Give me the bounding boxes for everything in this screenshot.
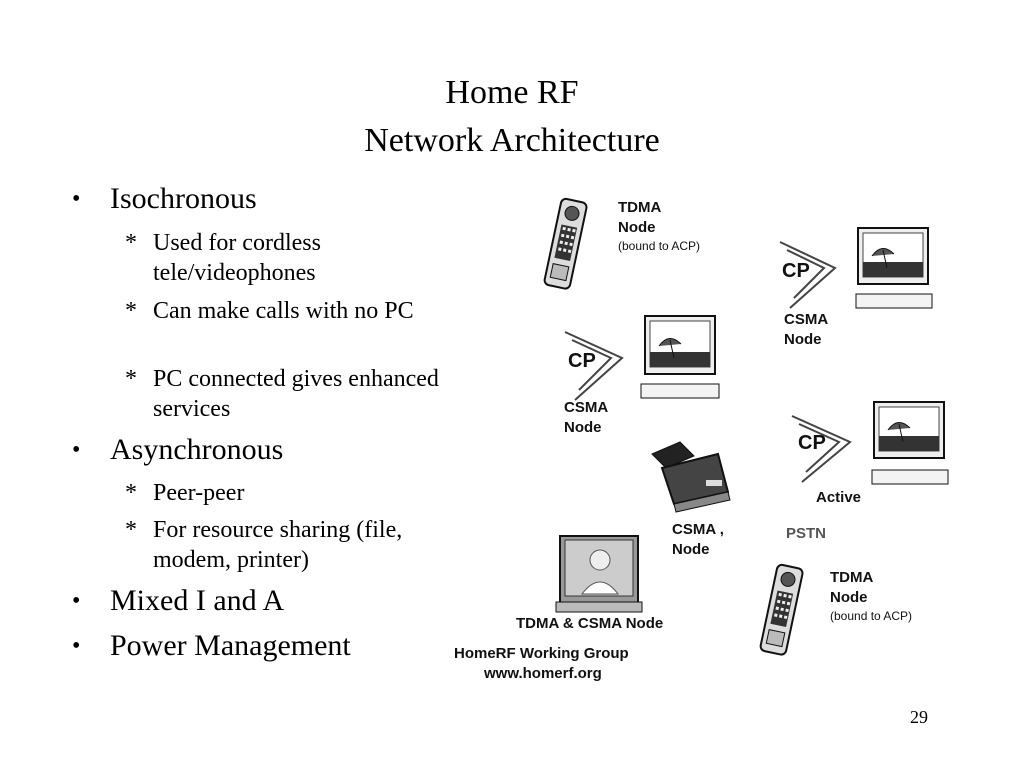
tdma-node-label: Node (830, 589, 868, 606)
sub-bullet-text: Used for cordless tele/videophones (153, 230, 321, 286)
csma-node-label: CSMA (784, 311, 829, 328)
cordless-phone-icon (759, 563, 804, 656)
csma-node-label: Node (784, 331, 822, 348)
bullet-dot: • (72, 437, 81, 463)
videophone-label: TDMA & CSMA Node (516, 615, 664, 632)
sub-bullet-text: PC connected gives enhanced services (153, 366, 439, 422)
slide-title: Home RF (445, 74, 579, 111)
cp-label: CP (782, 260, 810, 282)
cp-arrow-icon (791, 415, 852, 483)
active-label: Active (816, 489, 862, 506)
printer-label: CSMA , (672, 521, 724, 538)
cp-label: CP (568, 350, 596, 372)
csma-node-label: CSMA (564, 399, 609, 416)
bullet-dot: • (72, 186, 81, 212)
credit-label: HomeRF Working Group (454, 645, 629, 662)
tdma-node-label: TDMA (618, 199, 662, 216)
bullet-label: Mixed I and A (110, 584, 285, 617)
pstn-label: PSTN (786, 525, 827, 542)
printer-label: Node (672, 541, 710, 558)
bullet-list: • Isochronous * Used for cordless tele/v… (0, 0, 450, 700)
diagram-graphics (543, 197, 949, 656)
printer-icon (651, 441, 731, 513)
computer-monitor-icon (640, 315, 720, 399)
bullet-label: Isochronous (110, 182, 257, 215)
tdma-node-label: Node (618, 219, 656, 236)
bullet-dot: • (72, 633, 81, 659)
slide-subtitle: Network Architecture (364, 122, 660, 159)
bullet-label: Asynchronous (110, 433, 284, 466)
sub-bullet-star: * (125, 480, 137, 506)
tdma-node-note: (bound to ACP) (830, 609, 913, 623)
bullet-label: Power Management (110, 629, 351, 662)
computer-monitor-icon (871, 401, 949, 485)
cp-arrow-icon (779, 241, 837, 309)
credit-url: www.homerf.org (484, 665, 602, 682)
sub-bullet-text: Peer-peer (153, 480, 245, 506)
sub-bullet-star: * (125, 230, 137, 256)
sub-bullet-text: For resource sharing (file, modem, print… (153, 517, 403, 573)
tdma-node-note: (bound to ACP) (618, 239, 701, 253)
cp-label: CP (798, 432, 826, 454)
page-number: 29 (910, 707, 928, 727)
tdma-node-label: TDMA (830, 569, 874, 586)
videophone-icon (555, 535, 643, 613)
sub-bullet-text: Can make calls with no PC (153, 298, 414, 324)
bullet-dot: • (72, 588, 81, 614)
cordless-phone-icon (543, 197, 588, 290)
cp-arrow-icon (564, 331, 624, 401)
sub-bullet-star: * (125, 517, 137, 543)
csma-node-label: Node (564, 419, 602, 436)
computer-monitor-icon (855, 227, 933, 309)
sub-bullet-star: * (125, 298, 137, 324)
sub-bullet-star: * (125, 366, 137, 392)
homerf-diagram: TDMA Node (bound to ACP) CP CSMA Node CP… (440, 180, 960, 690)
